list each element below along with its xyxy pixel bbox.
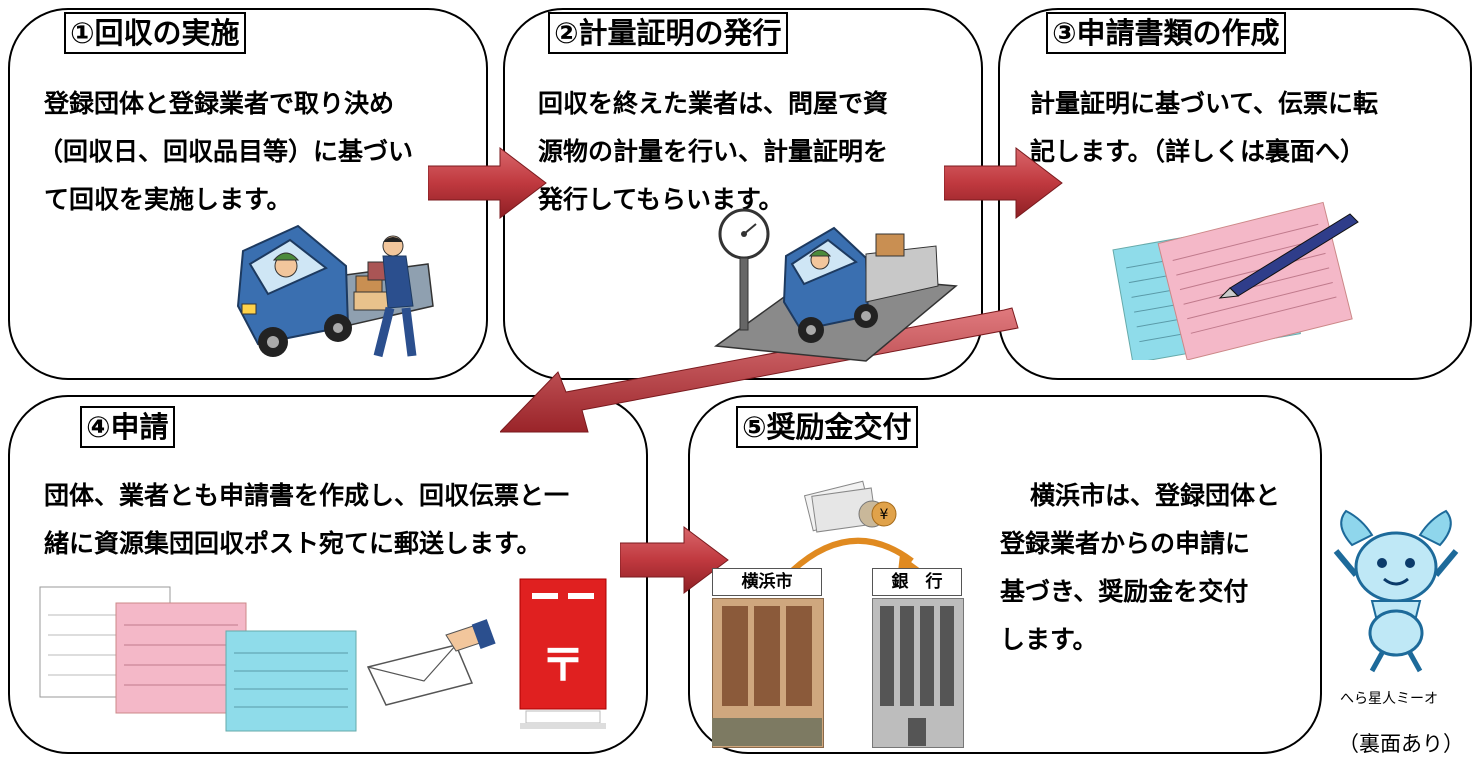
step5-title: ⑤奨励金交付	[736, 406, 918, 448]
step2-line: 回収を終えた業者は、問屋で資	[538, 89, 889, 118]
mascot-illustration	[1333, 509, 1459, 673]
step3-line: 計量証明に基づいて、伝票に転	[1030, 89, 1379, 118]
step5-line: 横浜市は、登録団体と	[1030, 481, 1281, 510]
step5-line: します。	[1000, 625, 1098, 654]
step2-line: 源物の計量を行い、計量証明を	[538, 137, 889, 166]
money-bills-icon: ¥	[803, 480, 897, 533]
arrow-2-to-3	[944, 146, 1063, 220]
step2-text: 回収を終えた業者は、問屋で資 源物の計量を行い、計量証明を 発行してもらいます。	[538, 80, 888, 224]
step1-title: ①回収の実施	[64, 12, 246, 54]
step4-line: 団体、業者とも申請書を作成し、回収伝票と一	[44, 481, 570, 510]
step2-title: ②計量証明の発行	[548, 12, 788, 54]
city-hall-to-bank-illustration: ¥ 横浜市 銀 行	[712, 478, 982, 748]
step4-line: 緒に資源集団回収ポスト宛てに郵送します。	[44, 529, 542, 558]
transfer-curve-arrow	[789, 537, 922, 574]
bank-building: 銀 行	[872, 568, 964, 748]
back-page-note: （裏面あり）	[1338, 732, 1464, 756]
step3-line: 記します。（詳しくは裏面へ）	[1030, 137, 1366, 166]
forms-and-pen-illustration	[1112, 201, 1359, 360]
city-hall-sign: 横浜市	[712, 568, 822, 596]
step1-text: 登録団体と登録業者で取り決め （回収日、回収品目等）に基づい て回収を実施します…	[38, 80, 413, 224]
arrow-1-to-2	[428, 146, 547, 220]
mascot-caption: へら星人ミーオ	[1340, 691, 1438, 707]
yen-symbol: ¥	[880, 507, 889, 523]
postal-mark: 〒	[541, 640, 585, 691]
step3-panel	[998, 8, 1472, 380]
truck-loading-illustration	[236, 224, 434, 358]
step5-text: 横浜市は、登録団体と 登録業者からの申請に 基づき、奨励金を交付 します。	[1000, 472, 1280, 664]
step1-line: 登録団体と登録業者で取り決め	[44, 89, 395, 118]
step1-line: て回収を実施します。	[44, 185, 292, 214]
step4-title: ④申請	[80, 406, 175, 448]
mailing-forms-illustration: 〒	[39, 578, 607, 732]
step4-text: 団体、業者とも申請書を作成し、回収伝票と一 緒に資源集団回収ポスト宛てに郵送しま…	[44, 472, 569, 568]
scale-weighing-illustration	[713, 208, 958, 362]
step3-title: ③申請書類の作成	[1046, 12, 1286, 54]
step1-line: （回収日、回収品目等）に基づい	[38, 137, 414, 166]
arrow-4-to-5	[620, 526, 729, 594]
step3-text: 計量証明に基づいて、伝票に転 記します。（詳しくは裏面へ）	[1030, 80, 1378, 176]
step5-line: 登録業者からの申請に	[1000, 529, 1251, 558]
step5-line: 基づき、奨励金を交付	[1000, 577, 1249, 606]
city-hall-building: 横浜市	[712, 568, 824, 748]
bank-sign: 銀 行	[872, 568, 962, 596]
